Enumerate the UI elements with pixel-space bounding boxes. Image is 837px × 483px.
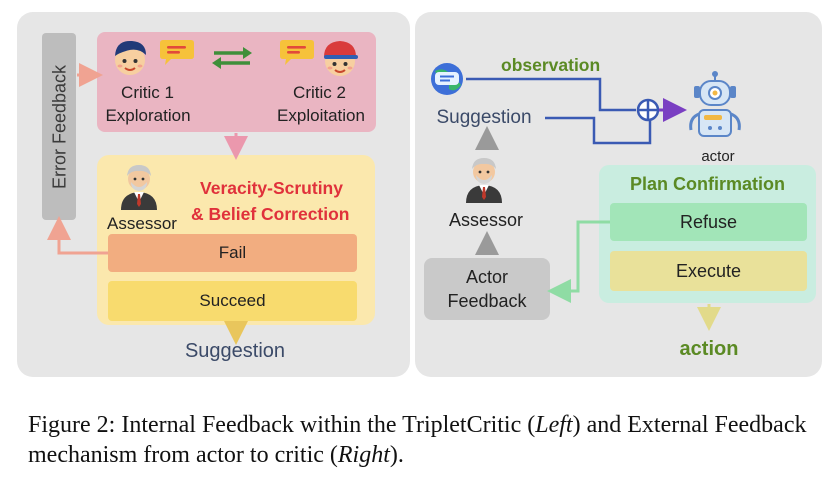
critic1-speech-icon: [160, 40, 194, 65]
actor-feedback-line2: Feedback: [447, 290, 527, 311]
right-assessor-label: Assessor: [448, 209, 524, 230]
caption-part3: ).: [389, 442, 404, 468]
action-label: action: [679, 337, 739, 360]
critic1-avatar-icon: [115, 40, 146, 75]
execute-box: Execute: [610, 251, 807, 291]
globe-icon: [431, 63, 463, 95]
right-suggestion-label: Suggestion: [436, 107, 532, 128]
caption-right: Right: [337, 442, 390, 468]
line-suggestion-to-combiner: [545, 116, 652, 145]
error-feedback-bar: [42, 33, 76, 220]
succeed-box: Succeed: [108, 281, 357, 321]
critic1-subtitle: Exploration: [105, 106, 191, 125]
arrow-fail-to-error: [47, 216, 108, 255]
assessor-avatar-icon: [121, 165, 157, 210]
critic2-title: Critic 2: [293, 83, 346, 102]
swap-arrows-icon: [212, 47, 252, 69]
fail-box: Fail: [108, 234, 357, 272]
actor-feedback-box: [424, 258, 550, 320]
robot-actor-icon: [689, 71, 741, 137]
caption-left: Left: [535, 412, 573, 438]
observation-label: observation: [501, 55, 601, 75]
refuse-box: Refuse: [610, 203, 807, 241]
figure-caption: Figure 2: Internal Feedback within the T…: [28, 410, 818, 470]
right-assessor-avatar-icon: [466, 158, 502, 203]
veracity-line1: Veracity-Scrutiny: [200, 178, 343, 198]
critic2-avatar-icon: [324, 41, 358, 76]
critic2-speech-icon: [280, 40, 314, 65]
actor-feedback-line1: Actor: [465, 266, 508, 287]
critic2-subtitle: Exploitation: [277, 106, 365, 125]
line-observation-to-combiner: [466, 77, 636, 112]
critic1-title: Critic 1: [121, 83, 174, 102]
caption-part2: ) and External Feedback mechanism from a…: [28, 412, 807, 468]
actor-label: actor: [701, 147, 735, 165]
veracity-line2: & Belief Correction: [191, 204, 350, 224]
plan-confirmation-title: Plan Confirmation: [629, 173, 785, 194]
caption-part1: Figure 2: Internal Feedback within the T…: [28, 412, 536, 438]
left-assessor-label: Assessor: [107, 214, 177, 233]
arrow-refuse-to-feedback: [547, 220, 610, 303]
left-suggestion-label: Suggestion: [184, 339, 286, 362]
